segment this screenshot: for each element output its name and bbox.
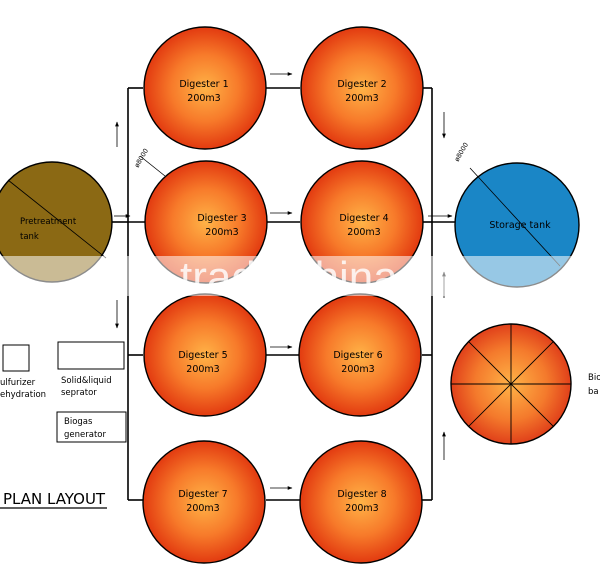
digester-name: Digester 6 <box>333 350 382 361</box>
watermark: trade.china.cn <box>0 253 600 302</box>
dimension-label-left: ø8000 <box>133 147 150 169</box>
digester-2: Digester 2 200m3 <box>300 26 424 150</box>
digester-name: Digester 8 <box>337 489 386 500</box>
digester-6: Digester 6 200m3 <box>298 293 422 417</box>
digester-name: Digester 3 <box>197 213 246 224</box>
digester-name: Digester 7 <box>178 489 227 500</box>
separator-label-line1: Solid&liquid <box>61 376 112 386</box>
pretreatment-tank: Pretreatment tank <box>0 161 113 283</box>
digester-volume: 200m3 <box>345 93 378 104</box>
plan-layout-title: PLAN LAYOUT <box>0 490 107 509</box>
digester-7: Digester 7 200m3 <box>142 440 266 564</box>
digester-name: Digester 5 <box>178 350 227 361</box>
digester-8: Digester 8 200m3 <box>299 440 423 564</box>
generator-label-line1: Biogas <box>64 417 93 427</box>
desulfurizer-label-line2: ehydration <box>0 390 46 400</box>
biogas-bag: Bio ba <box>450 323 600 445</box>
digester-5: Digester 5 200m3 <box>143 293 267 417</box>
biogas-bag-label-line1: Bio <box>588 373 600 383</box>
watermark-text: trade.china.cn <box>180 253 456 302</box>
digester-volume: 200m3 <box>186 503 219 514</box>
separator-label-line2: seprator <box>61 388 97 398</box>
generator-label-line2: generator <box>64 430 106 440</box>
digester-volume: 200m3 <box>205 227 238 238</box>
digester-name: Digester 4 <box>339 213 388 224</box>
digester-volume: 200m3 <box>187 93 220 104</box>
desulfurizer-label-line1: ulfurizer <box>0 378 36 388</box>
digester-volume: 200m3 <box>345 503 378 514</box>
storage-tank-label: Storage tank <box>489 220 551 231</box>
equipment-legend: ulfurizer ehydration Solid&liquid seprat… <box>0 341 127 443</box>
page-title: PLAN LAYOUT <box>3 490 106 508</box>
biogas-bag-label-line2: ba <box>588 387 599 397</box>
digester-volume: 200m3 <box>341 364 374 375</box>
digester-name: Digester 1 <box>179 79 228 90</box>
pretreatment-label-line1: Pretreatment <box>20 217 77 227</box>
digester-4: Digester 4 200m3 <box>300 160 424 284</box>
digester-volume: 200m3 <box>347 227 380 238</box>
dimension-annotation-left: ø8000 <box>133 147 166 177</box>
dimension-label-right: ø8000 <box>453 141 470 163</box>
digester-group: Digester 1 200m3 Digester 2 200m3 Digest… <box>142 26 424 564</box>
digester-volume: 200m3 <box>186 364 219 375</box>
digester-1: Digester 1 200m3 <box>143 26 267 150</box>
pretreatment-label-line2: tank <box>20 232 39 242</box>
digester-name: Digester 2 <box>337 79 386 90</box>
digester-3: Digester 3 200m3 <box>144 160 268 284</box>
